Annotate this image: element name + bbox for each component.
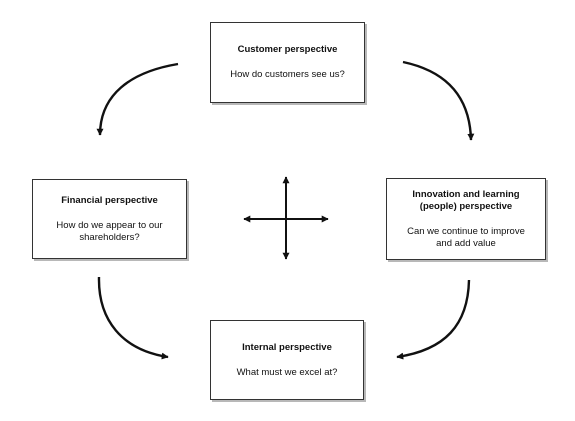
financial-perspective-box: Financial perspective How do we appear t…: [32, 179, 187, 259]
innovation-perspective-question-line2: and add value: [436, 237, 496, 249]
internal-perspective-title: Internal perspective: [242, 341, 332, 353]
customer-perspective-question: How do customers see us?: [230, 69, 345, 80]
arrow-customer-to-innovation: [402, 60, 475, 141]
arrow-financial-to-internal: [97, 276, 169, 360]
innovation-perspective-box: Innovation and learning (people) perspec…: [386, 178, 546, 260]
customer-perspective-box: Customer perspective How do customers se…: [210, 22, 365, 103]
internal-perspective-question: What must we excel at?: [236, 366, 338, 378]
financial-perspective-question-line2: shareholders?: [79, 231, 140, 243]
internal-perspective-box: Internal perspective What must we excel …: [210, 320, 364, 400]
arrow-customer-to-financial: [96, 62, 179, 136]
financial-perspective-question-line1: How do we appear to our: [56, 219, 163, 231]
financial-perspective-title: Financial perspective: [61, 194, 158, 206]
arrow-innovation-to-internal: [396, 279, 471, 360]
innovation-perspective-title-line2: (people) perspective: [419, 200, 513, 212]
innovation-perspective-title-line1: Innovation and learning: [412, 188, 520, 200]
innovation-perspective-question-line1: Can we continue to improve: [407, 225, 525, 237]
customer-perspective-title: Customer perspective: [237, 44, 338, 55]
